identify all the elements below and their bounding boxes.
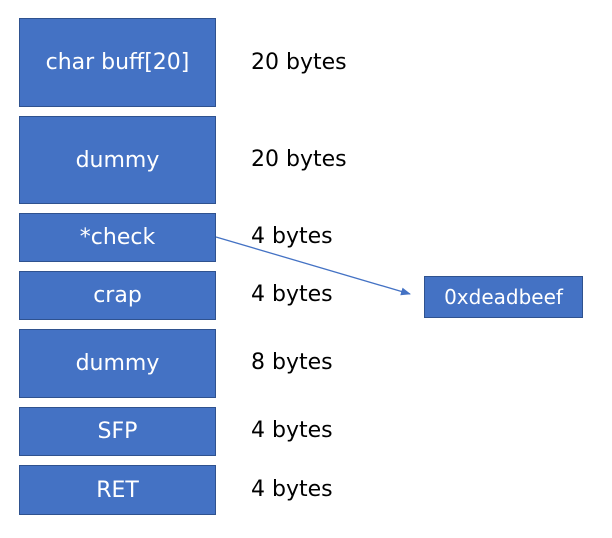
stack-block-ret: RET xyxy=(19,465,216,515)
size-label-char-buff: 20 bytes xyxy=(251,50,347,75)
stack-block-dummy-2: dummy xyxy=(19,329,216,398)
stack-block-check-pointer: *check xyxy=(19,213,216,262)
pointer-target-value: 0xdeadbeef xyxy=(424,276,583,318)
stack-block-char-buff: char buff[20] xyxy=(19,18,216,107)
size-label-sfp: 4 bytes xyxy=(251,418,333,443)
stack-block-crap: crap xyxy=(19,271,216,320)
size-label-ret: 4 bytes xyxy=(251,477,333,502)
size-label-dummy-2: 8 bytes xyxy=(251,350,333,375)
stack-block-sfp: SFP xyxy=(19,407,216,456)
stack-block-dummy-1: dummy xyxy=(19,116,216,204)
size-label-dummy-1: 20 bytes xyxy=(251,147,347,172)
size-label-crap: 4 bytes xyxy=(251,282,333,307)
size-label-check-pointer: 4 bytes xyxy=(251,224,333,249)
